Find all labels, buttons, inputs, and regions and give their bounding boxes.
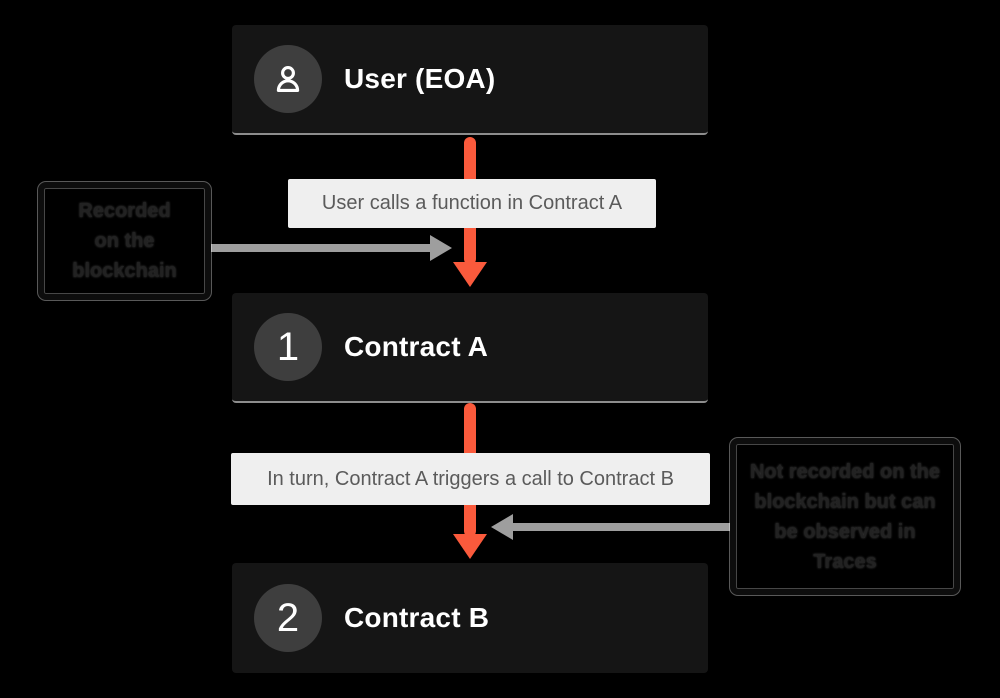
note-line: blockchain but can [754, 490, 936, 513]
note-not-recorded-traces: Not recorded on the blockchain but can b… [730, 438, 960, 595]
node-contract-a: 1 Contract A [232, 293, 708, 403]
step-label-call-contract-a: User calls a function in Contract A [288, 179, 656, 228]
note-line: on the [94, 230, 155, 252]
contract-b-number-circle: 2 [254, 584, 322, 652]
node-title-contract-b: Contract B [344, 602, 490, 633]
annotation-arrow-right-shaft [511, 523, 730, 531]
node-user-eoa: User (EOA) [232, 25, 708, 135]
step-label-call-contract-b: In turn, Contract A triggers a call to C… [231, 453, 710, 505]
contract-a-number-circle: 1 [254, 313, 322, 381]
note-recorded-on-blockchain: Recorded on the blockchain [38, 182, 211, 300]
contract-a-number: 1 [276, 325, 300, 369]
node-title-contract-a: Contract A [344, 331, 489, 362]
node-contract-b: 2 Contract B [232, 563, 708, 673]
note-line: Not recorded on the [749, 460, 940, 483]
user-icon [276, 66, 300, 92]
annotation-arrow-left-head [430, 235, 452, 261]
node-title-user: User (EOA) [344, 63, 496, 94]
contract-b-number: 2 [276, 596, 300, 640]
note-line: be observed in [774, 520, 916, 543]
user-avatar-circle [254, 45, 322, 113]
flow-arrow-head-user-to-a [453, 262, 487, 287]
note-line: Traces [813, 550, 877, 573]
note-line: blockchain [72, 260, 177, 282]
note-line: Recorded [78, 200, 171, 222]
annotation-arrow-right-head [491, 514, 513, 540]
annotation-arrow-left-shaft [211, 244, 432, 252]
flow-arrow-head-a-to-b [453, 534, 487, 559]
